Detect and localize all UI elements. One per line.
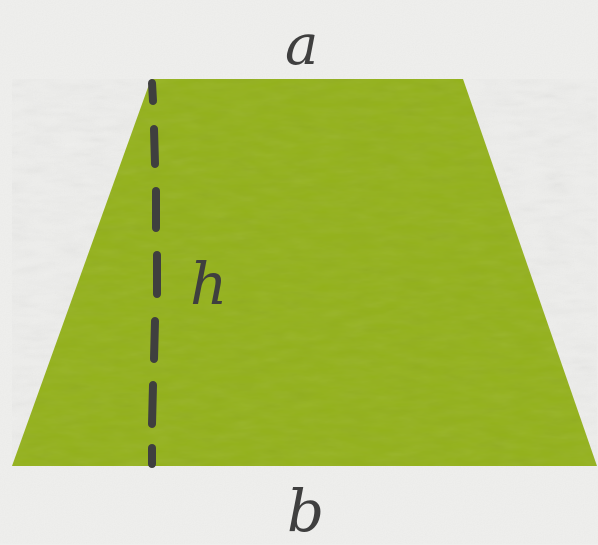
side-b-label: b: [287, 477, 325, 545]
height-label: h: [190, 250, 228, 318]
trapezoid-texture: [12, 79, 597, 466]
height-dashed-line: [148, 79, 161, 468]
side-a-label: a: [285, 13, 319, 78]
